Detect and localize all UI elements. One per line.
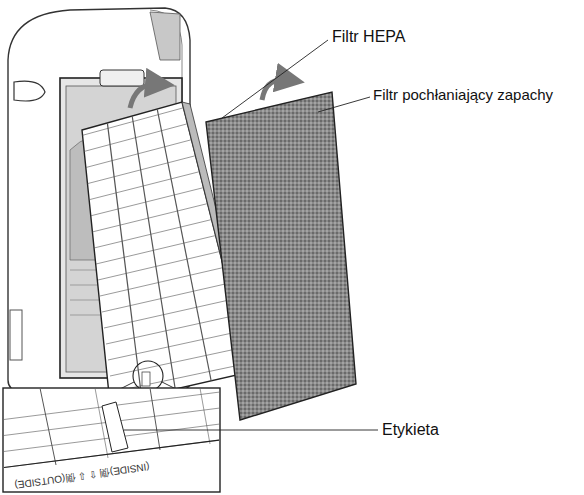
part-label: Filtr pochłaniający zapachy bbox=[373, 86, 553, 103]
part-label: Filtr HEPA bbox=[332, 28, 405, 46]
part-label: Etykieta bbox=[382, 421, 439, 439]
